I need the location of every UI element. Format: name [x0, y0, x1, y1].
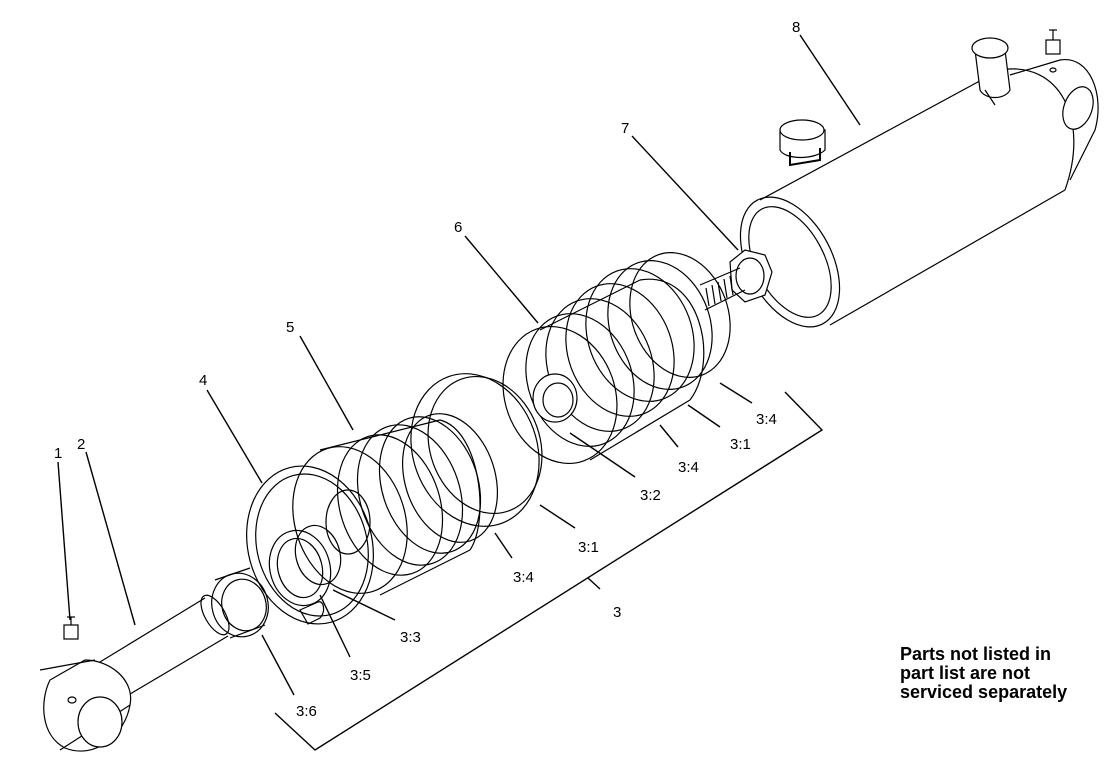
label-3-1-top: 3:1 — [730, 436, 751, 453]
label-6: 6 — [454, 219, 462, 236]
label-3-6: 3:6 — [296, 703, 317, 720]
label-5: 5 — [286, 319, 294, 336]
part-5-gland — [292, 413, 499, 596]
part-7-nut — [699, 249, 773, 311]
label-1: 1 — [54, 445, 62, 462]
barrel-port-boss-left — [779, 119, 826, 167]
leader-lines — [57, 34, 861, 696]
label-3-4-top: 3:4 — [756, 411, 777, 428]
service-note-line-2: part list are not — [900, 663, 1031, 683]
label-3: 3 — [613, 604, 621, 621]
assembly-3-bracket — [274, 391, 824, 751]
label-3-4-mid: 3:4 — [678, 459, 699, 476]
label-3-3: 3:3 — [400, 629, 421, 646]
barrel-port-boss-right — [971, 37, 1011, 106]
grease-fitting-icon-barrel — [1045, 29, 1061, 73]
label-3-4-bottom: 3:4 — [513, 569, 534, 586]
label-8: 8 — [792, 19, 800, 36]
part-1-grease-fitting-icon — [63, 616, 79, 640]
seal-ring-middle — [410, 373, 543, 527]
service-note: Parts not listed in part list are not se… — [900, 645, 1110, 702]
label-3-1-bottom: 3:1 — [578, 539, 599, 556]
label-4: 4 — [199, 372, 207, 389]
wear-ring-3-6 — [211, 567, 269, 639]
service-note-line-1: Parts not listed in — [900, 644, 1052, 664]
seal-3-3 — [268, 524, 342, 607]
part-2-rod — [39, 594, 230, 752]
label-2: 2 — [77, 436, 85, 453]
label-7: 7 — [621, 120, 629, 137]
wiper-3-5 — [299, 601, 325, 625]
service-note-line-3: serviced separately — [900, 682, 1068, 702]
part-labels: 1 2 4 5 6 7 8 3:4 3:1 3:4 3:2 3:1 3:4 3 … — [54, 19, 800, 720]
part-8-cylinder-barrel — [739, 59, 1099, 328]
part-6-piston — [502, 252, 731, 465]
label-3-5: 3:5 — [350, 667, 371, 684]
part-4-retaining-ring — [246, 465, 374, 625]
label-3-2: 3:2 — [640, 487, 661, 504]
